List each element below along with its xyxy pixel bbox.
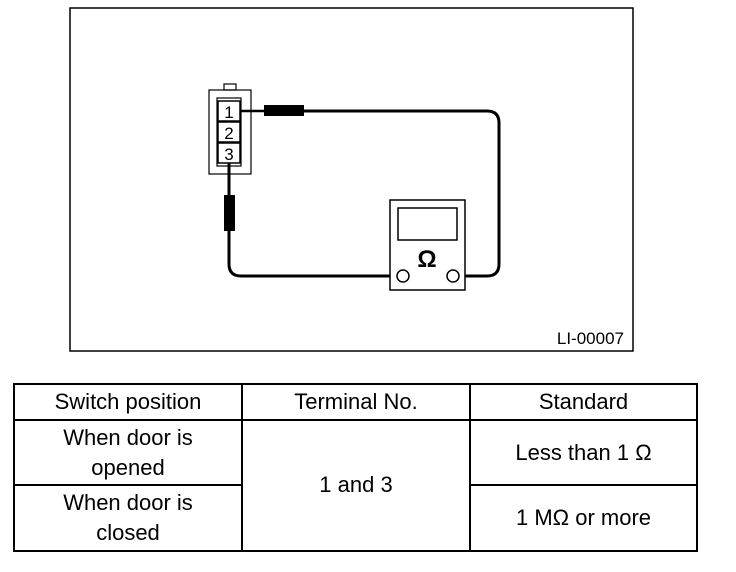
meter-terminal-right — [446, 269, 460, 283]
header-terminal-no: Terminal No. — [241, 383, 471, 421]
inspection-table: Switch position Terminal No. Standard Wh… — [13, 383, 698, 553]
standard-opened: Less than 1 Ω — [469, 418, 698, 487]
terminal-number-cell: 1 and 3 — [241, 418, 471, 553]
meter-display — [397, 207, 458, 241]
pin-1-label: 1 — [224, 103, 233, 122]
header-standard: Standard — [469, 383, 698, 421]
test-lead-terminal-1 — [240, 105, 501, 278]
switch-position-opened: When door is opened — [13, 418, 243, 487]
ohm-symbol: Ω — [417, 246, 436, 273]
header-switch-position: Switch position — [13, 383, 243, 421]
switch-position-line: opened — [91, 454, 165, 480]
standard-closed: 1 MΩ or more — [469, 484, 698, 552]
switch-position-line: closed — [96, 520, 160, 546]
meter-terminal-left — [396, 269, 410, 283]
table-row: When door is opened 1 and 3 Less than 1 … — [13, 418, 698, 553]
ohmmeter: Ω — [389, 199, 466, 291]
pin-2-label: 2 — [224, 124, 233, 143]
switch-position-closed: When door is closed — [13, 484, 243, 552]
circuit-diagram: 1 2 3 Ω LI-00007 — [69, 7, 634, 352]
figure-frame — [69, 7, 634, 352]
door-switch-connector: 1 2 3 — [208, 83, 252, 175]
table-header-row: Switch position Terminal No. Standard — [13, 383, 698, 421]
pin-2-box — [217, 121, 241, 143]
test-lead-terminal-3 — [224, 163, 398, 278]
switch-position-line: When door is — [63, 490, 193, 516]
pin-3-label: 3 — [224, 145, 233, 164]
table-row: When door is closed 1 MΩ or more — [13, 484, 698, 552]
switch-position-line: When door is — [63, 424, 193, 450]
figure-code: LI-00007 — [557, 329, 624, 348]
